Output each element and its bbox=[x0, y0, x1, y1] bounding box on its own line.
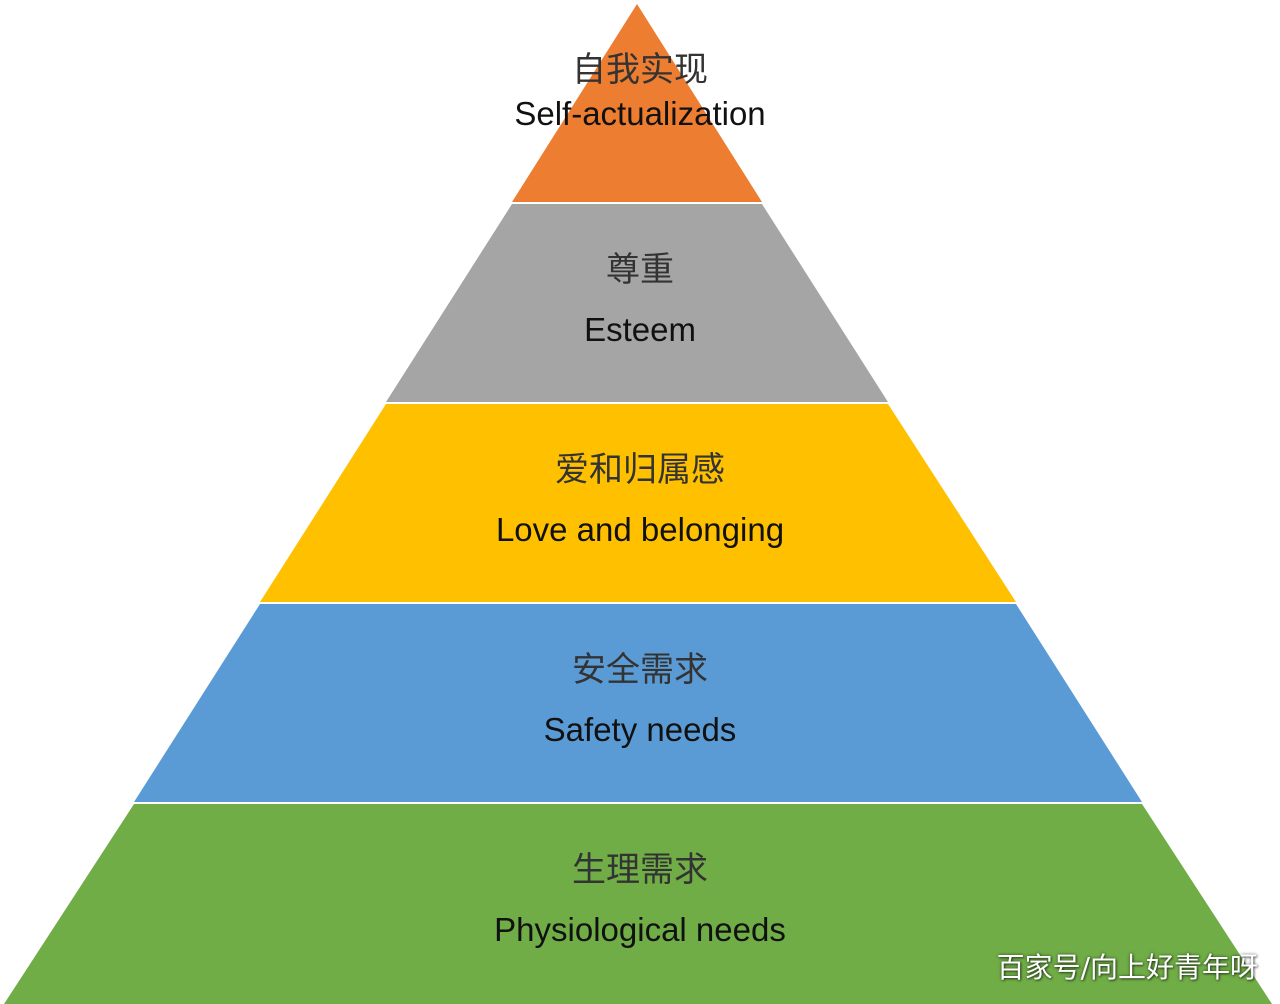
pyramid-layer-love-belonging bbox=[260, 404, 1016, 602]
pyramid-layer-physiological bbox=[4, 804, 1272, 1004]
watermark: 百家号/向上好青年呀 bbox=[996, 951, 1258, 984]
pyramid-layer-self-actualization bbox=[512, 4, 762, 202]
pyramid-layer-safety bbox=[134, 604, 1142, 802]
pyramid-layer-esteem bbox=[386, 204, 888, 402]
